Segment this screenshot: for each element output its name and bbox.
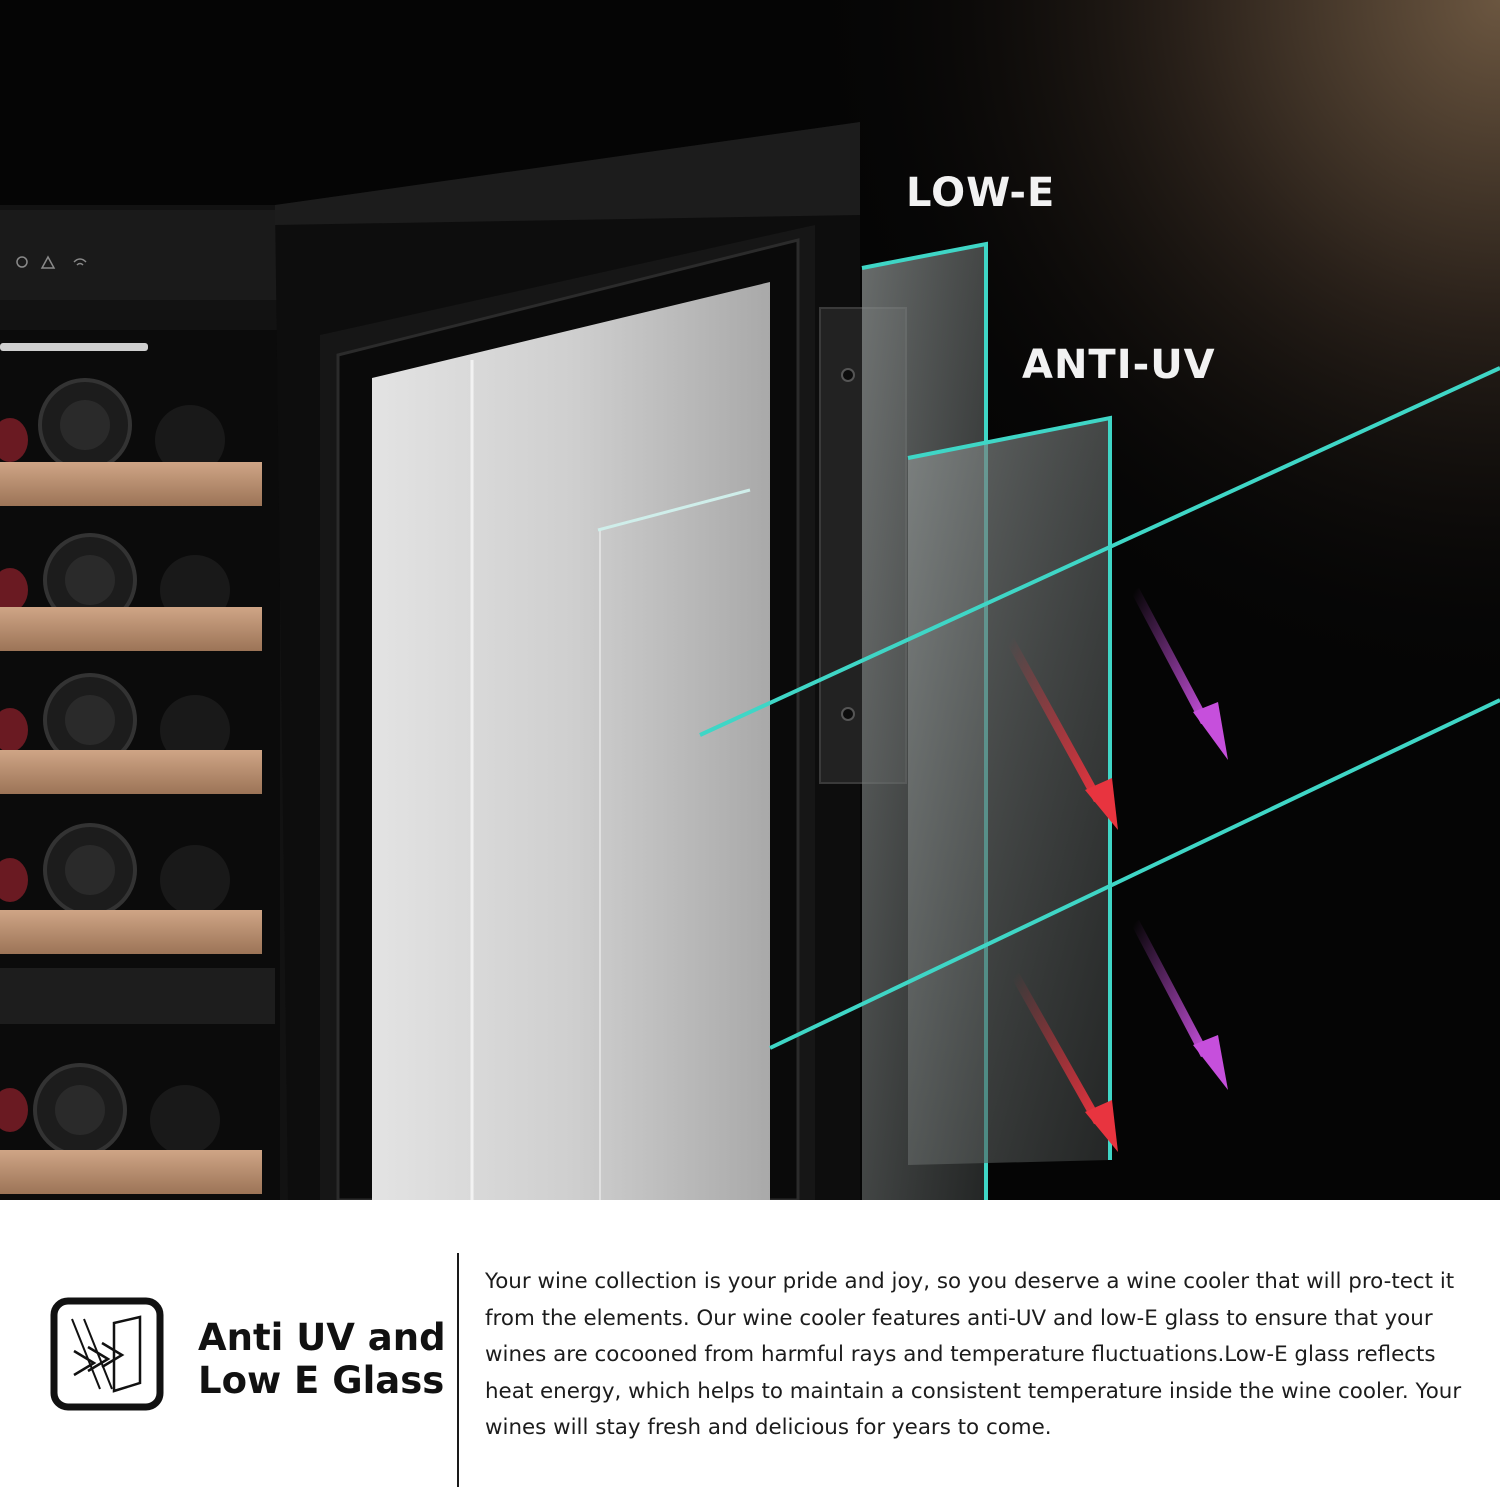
- red-arrow-icon: [1085, 778, 1118, 830]
- feature-description: Your wine collection is your pride and j…: [485, 1269, 1462, 1440]
- power-icon: [16, 256, 28, 268]
- feature-description-section: Anti UV and Low E Glass Your wine collec…: [0, 1200, 1500, 1500]
- anti-uv-glass-pane: [597, 415, 1112, 1165]
- feature-title: Anti UV and Low E Glass: [198, 1316, 446, 1402]
- purple-arrow-icon: [1193, 1035, 1228, 1090]
- alarm-icon: [40, 255, 56, 269]
- section-divider: [457, 1253, 459, 1487]
- wine-cooler-hero-image: LOW-E ANTI-UV: [0, 0, 1500, 1200]
- wifi-icon: [73, 258, 87, 266]
- anti-uv-label: ANTI-UV: [1022, 342, 1216, 388]
- low-e-label: LOW-E: [906, 170, 1056, 216]
- shelf: [0, 823, 262, 954]
- interior-light: [0, 343, 148, 351]
- wine-cooler-illustration: [0, 0, 1500, 1200]
- wine-shelves: [0, 378, 374, 1194]
- shelf: [0, 378, 262, 506]
- red-arrow-icon: [1085, 1100, 1118, 1152]
- purple-arrow-icon: [1193, 702, 1228, 760]
- shelf: [0, 673, 262, 794]
- shelf: [0, 1063, 262, 1194]
- light-rays: [699, 366, 1500, 1050]
- glass-door: [275, 122, 907, 1200]
- anti-uv-glass-icon: [50, 1297, 164, 1411]
- cabinet-body: [0, 205, 300, 1200]
- heat-rays-reflected: [1006, 637, 1118, 1152]
- shelf-divider: [0, 968, 275, 1024]
- shelf: [0, 533, 262, 651]
- control-panel: [16, 255, 87, 269]
- uv-rays-blocked: [1131, 587, 1228, 1090]
